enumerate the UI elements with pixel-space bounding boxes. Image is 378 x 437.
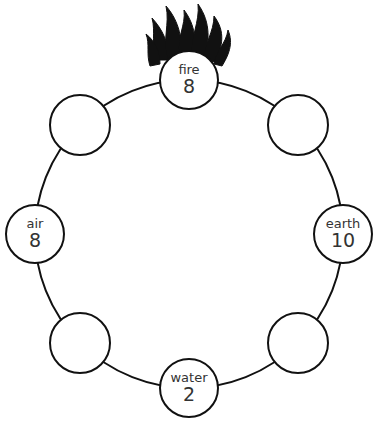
element-number: 8 <box>29 231 41 251</box>
empty-circle <box>50 313 110 373</box>
element-number: 8 <box>183 77 195 97</box>
empty-circle <box>268 95 328 155</box>
circle-shape <box>314 205 372 263</box>
element-name: earth <box>326 217 361 231</box>
element-name: air <box>27 217 44 231</box>
element-circle: air8 <box>5 204 65 264</box>
flame <box>146 34 160 66</box>
circle-shape <box>160 359 218 417</box>
element-circle: fire8 <box>159 50 219 110</box>
element-circle: earth10 <box>313 204 373 264</box>
ring <box>35 80 343 388</box>
element-name: fire <box>178 63 199 77</box>
element-number: 2 <box>183 385 195 405</box>
circle-shape <box>160 51 218 109</box>
element-name: water <box>170 371 207 385</box>
element-circle: water2 <box>159 358 219 418</box>
empty-circle <box>50 95 110 155</box>
empty-circle <box>268 313 328 373</box>
flame <box>214 30 230 66</box>
circle-shape <box>6 205 64 263</box>
element-number: 10 <box>331 231 355 251</box>
